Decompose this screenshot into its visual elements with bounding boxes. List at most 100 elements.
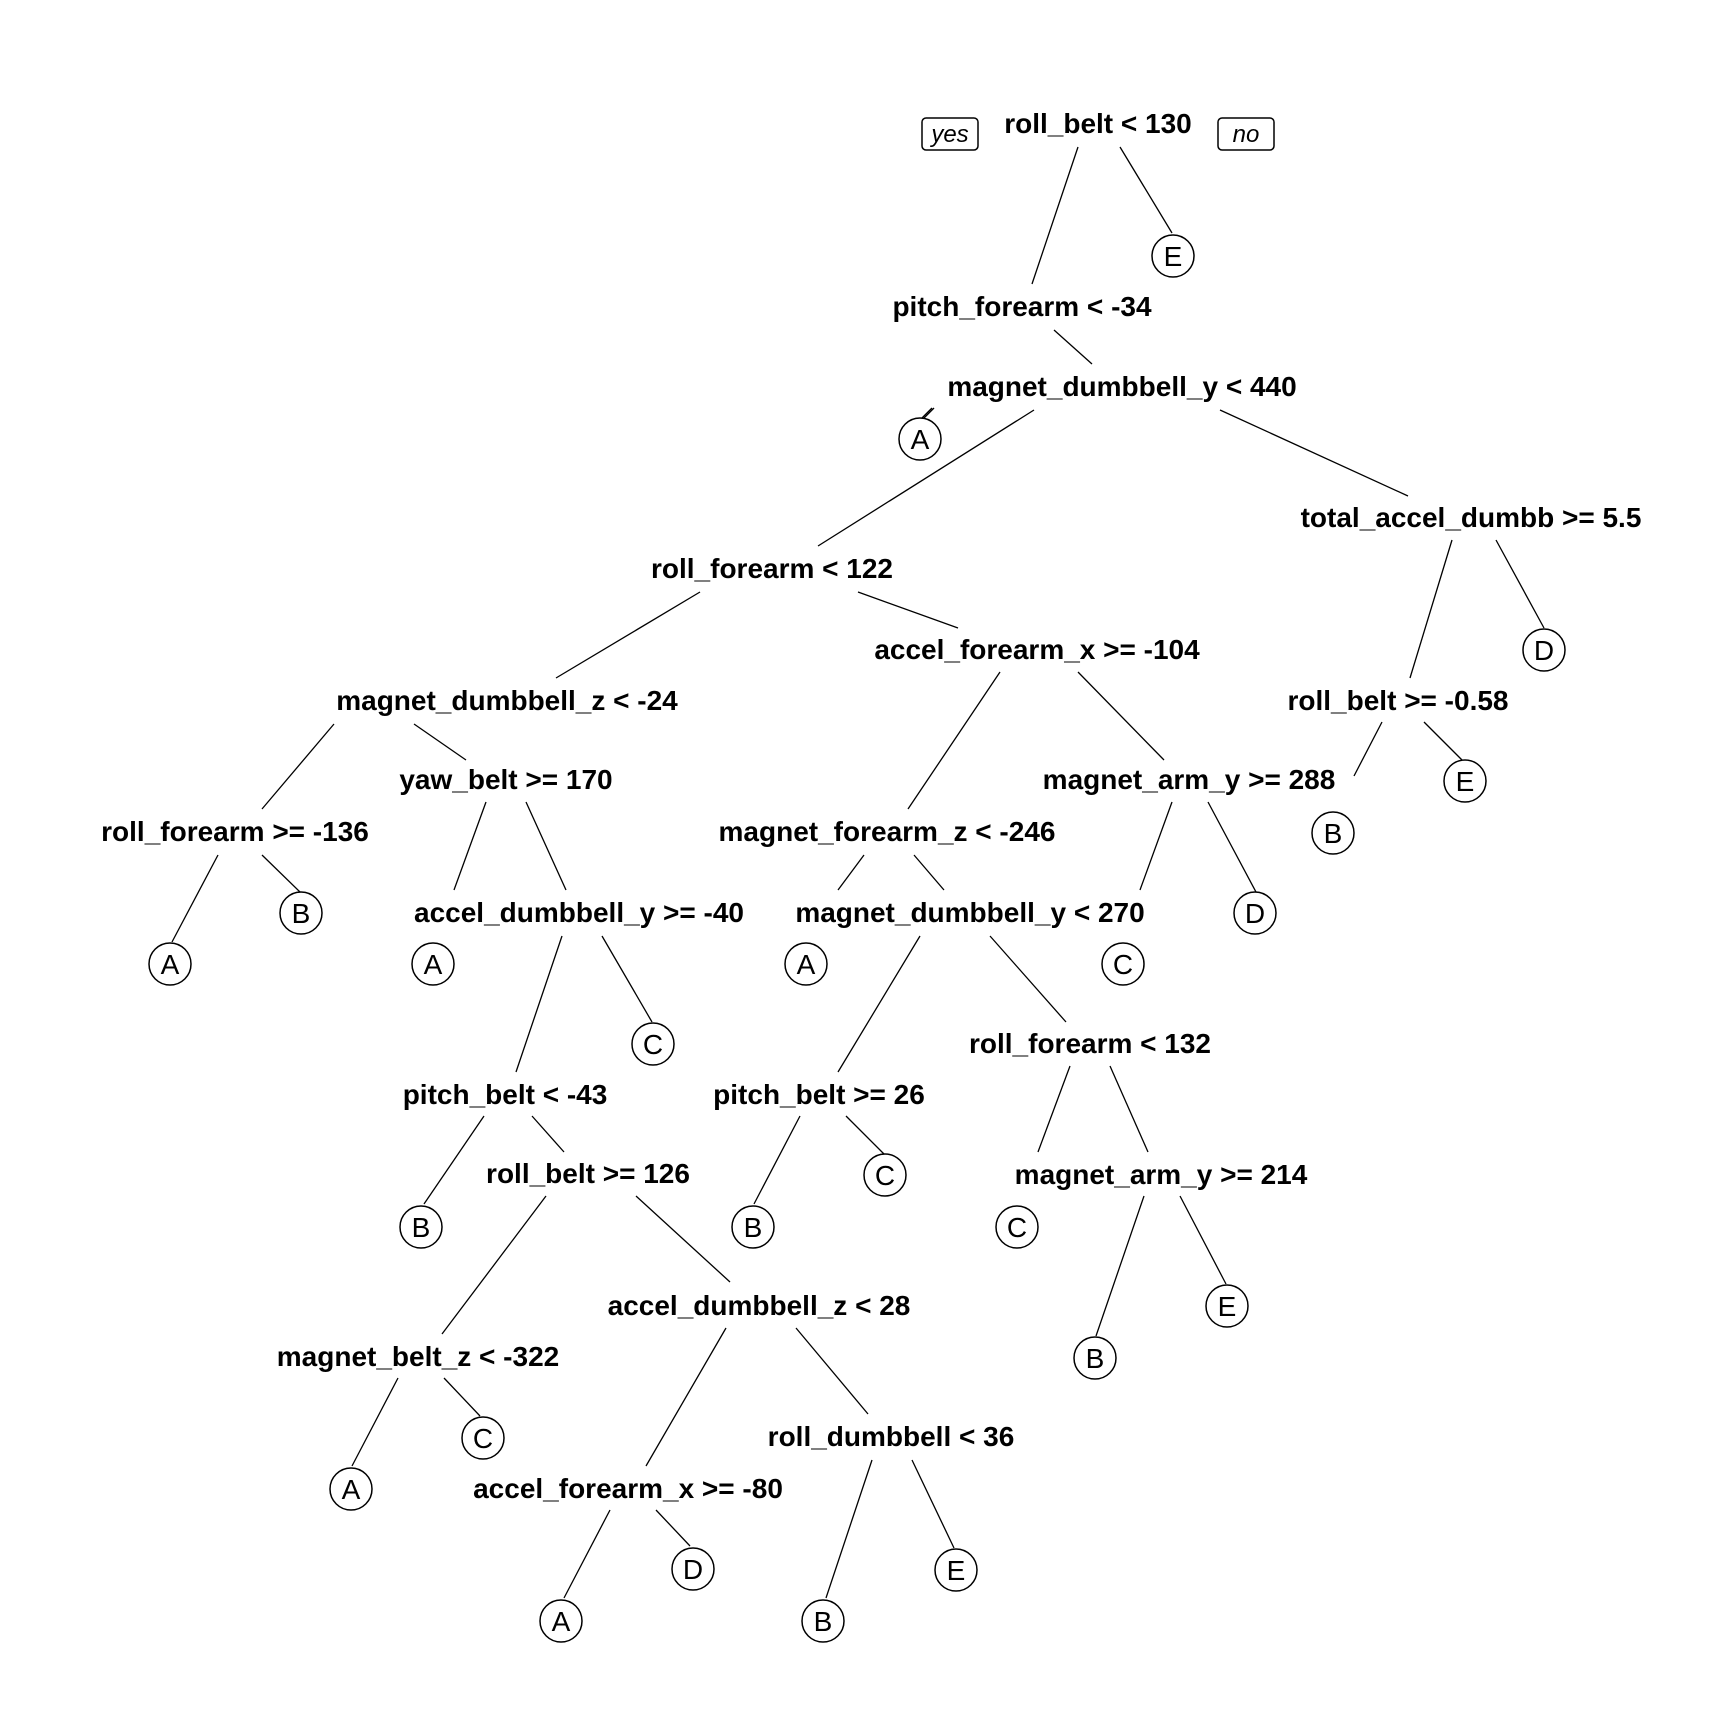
edge-n14-n23 — [913, 854, 945, 891]
split-node-n28: pitch_belt >= 26 — [713, 1079, 925, 1110]
split-node-n29: roll_forearm < 132 — [969, 1028, 1211, 1059]
leaf-node-n39: E — [1205, 1284, 1249, 1328]
edge-n13-n20 — [453, 801, 487, 891]
edge-n1-n3 — [1119, 146, 1173, 234]
split-node-n43: roll_dumbbell < 36 — [768, 1421, 1015, 1452]
no-badge-box — [1217, 117, 1275, 151]
edge-n31-n36 — [441, 1195, 547, 1335]
leaf-class-label: A — [424, 949, 443, 980]
edge-n6-n9 — [857, 591, 959, 629]
leaf-class-label: A — [161, 949, 180, 980]
leaf-node-n33: C — [863, 1153, 907, 1197]
split-node-n21: accel_dumbbell_y >= -40 — [414, 897, 744, 928]
split-condition-label: accel_forearm_x >= -80 — [473, 1473, 783, 1504]
leaf-class-label: D — [1534, 635, 1554, 666]
no-label: no — [1233, 121, 1260, 148]
split-node-n26: pitch_belt < -43 — [403, 1079, 608, 1110]
leaf-node-n47: E — [934, 1548, 978, 1592]
split-node-n6: roll_forearm < 122 — [651, 553, 893, 584]
leaf-class-label: C — [473, 1423, 493, 1454]
leaf-node-n44: A — [539, 1599, 583, 1643]
leaf-class-label: E — [947, 1555, 966, 1586]
leaf-class-label: E — [1456, 766, 1475, 797]
split-condition-label: pitch_forearm < -34 — [892, 291, 1152, 322]
leaf-class-label: C — [1113, 949, 1133, 980]
leaf-node-n34: C — [995, 1205, 1039, 1249]
edge-n10-n16 — [1353, 721, 1383, 777]
edge-n21-n27 — [601, 935, 653, 1023]
edge-n2-n4 — [923, 407, 935, 419]
edge-n12-n18 — [171, 854, 219, 943]
no-badge: no — [1217, 117, 1275, 151]
split-condition-label: magnet_dumbbell_y < 440 — [947, 371, 1296, 402]
split-node-n8: magnet_dumbbell_z < -24 — [336, 685, 678, 716]
leaf-circle — [1233, 891, 1277, 935]
edge-n26-n31 — [531, 1115, 565, 1153]
split-condition-label: pitch_belt < -43 — [403, 1079, 608, 1110]
edge-n10-n17 — [1423, 721, 1463, 761]
edge-n29-n34 — [1037, 1065, 1071, 1153]
leaf-circle — [1151, 234, 1195, 278]
yes-badge: yes — [921, 117, 979, 151]
leaf-node-n3: E — [1151, 234, 1195, 278]
leaf-circle — [898, 417, 942, 461]
leaf-node-n17: E — [1443, 759, 1487, 803]
split-node-n35: magnet_arm_y >= 214 — [1015, 1159, 1308, 1190]
edge-n8-n13 — [413, 723, 467, 761]
edge-n28-n32 — [753, 1115, 801, 1205]
edge-n37-n42 — [645, 1327, 727, 1467]
split-condition-label: total_accel_dumbb >= 5.5 — [1301, 502, 1642, 533]
edge-n8-n12 — [261, 723, 335, 810]
leaf-node-n18: A — [148, 942, 192, 986]
leaf-class-label: A — [342, 1474, 361, 1505]
split-condition-label: yaw_belt >= 170 — [399, 764, 612, 795]
leaf-class-label: B — [1324, 818, 1343, 849]
leaf-circle — [1101, 942, 1145, 986]
leaf-node-n20: A — [411, 942, 455, 986]
split-condition-label: accel_forearm_x >= -104 — [874, 634, 1200, 665]
edge-n37-n43 — [795, 1327, 869, 1415]
leaf-class-label: E — [1218, 1291, 1237, 1322]
edges-layer — [171, 146, 1545, 1599]
split-condition-label: roll_belt >= 126 — [486, 1158, 690, 1189]
leaf-class-label: D — [1245, 898, 1265, 929]
leaf-class-label: D — [683, 1554, 703, 1585]
edge-n2-n5 — [1053, 329, 1093, 365]
leaf-circle — [934, 1548, 978, 1592]
split-node-n5: magnet_dumbbell_y < 440 — [947, 371, 1296, 402]
edge-n36-n41 — [443, 1377, 481, 1417]
split-condition-label: roll_forearm >= -136 — [101, 816, 369, 847]
split-condition-label: roll_dumbbell < 36 — [768, 1421, 1015, 1452]
leaf-class-label: C — [875, 1160, 895, 1191]
leaf-node-n45: D — [671, 1547, 715, 1591]
leaf-circle — [863, 1153, 907, 1197]
split-node-n36: magnet_belt_z < -322 — [277, 1341, 559, 1372]
leaf-circle — [784, 942, 828, 986]
edge-n13-n21 — [525, 801, 567, 891]
leaf-node-n19: B — [279, 891, 323, 935]
edge-n36-n40 — [351, 1377, 399, 1467]
leaf-circle — [539, 1599, 583, 1643]
split-node-n10: roll_belt >= -0.58 — [1288, 685, 1509, 716]
leaf-node-n27: C — [631, 1022, 675, 1066]
leaf-circle — [1205, 1284, 1249, 1328]
edge-n15-n24 — [1139, 801, 1173, 891]
leaf-circle — [1073, 1336, 1117, 1380]
split-node-n2: pitch_forearm < -34 — [892, 291, 1152, 322]
leaf-circle — [731, 1205, 775, 1249]
split-node-n15: magnet_arm_y >= 288 — [1043, 764, 1336, 795]
leaf-node-n41: C — [461, 1416, 505, 1460]
leaf-circle — [671, 1547, 715, 1591]
split-condition-label: magnet_arm_y >= 214 — [1015, 1159, 1308, 1190]
leaf-node-n22: A — [784, 942, 828, 986]
split-condition-label: accel_dumbbell_z < 28 — [608, 1290, 911, 1321]
split-condition-label: pitch_belt >= 26 — [713, 1079, 925, 1110]
leaf-circle — [631, 1022, 675, 1066]
split-node-n12: roll_forearm >= -136 — [101, 816, 369, 847]
split-node-n37: accel_dumbbell_z < 28 — [608, 1290, 911, 1321]
leaf-class-label: C — [643, 1029, 663, 1060]
leaf-node-n30: B — [399, 1205, 443, 1249]
leaf-class-label: B — [814, 1606, 833, 1637]
split-node-n23: magnet_dumbbell_y < 270 — [795, 897, 1144, 928]
edge-n9-n15 — [1077, 671, 1165, 761]
